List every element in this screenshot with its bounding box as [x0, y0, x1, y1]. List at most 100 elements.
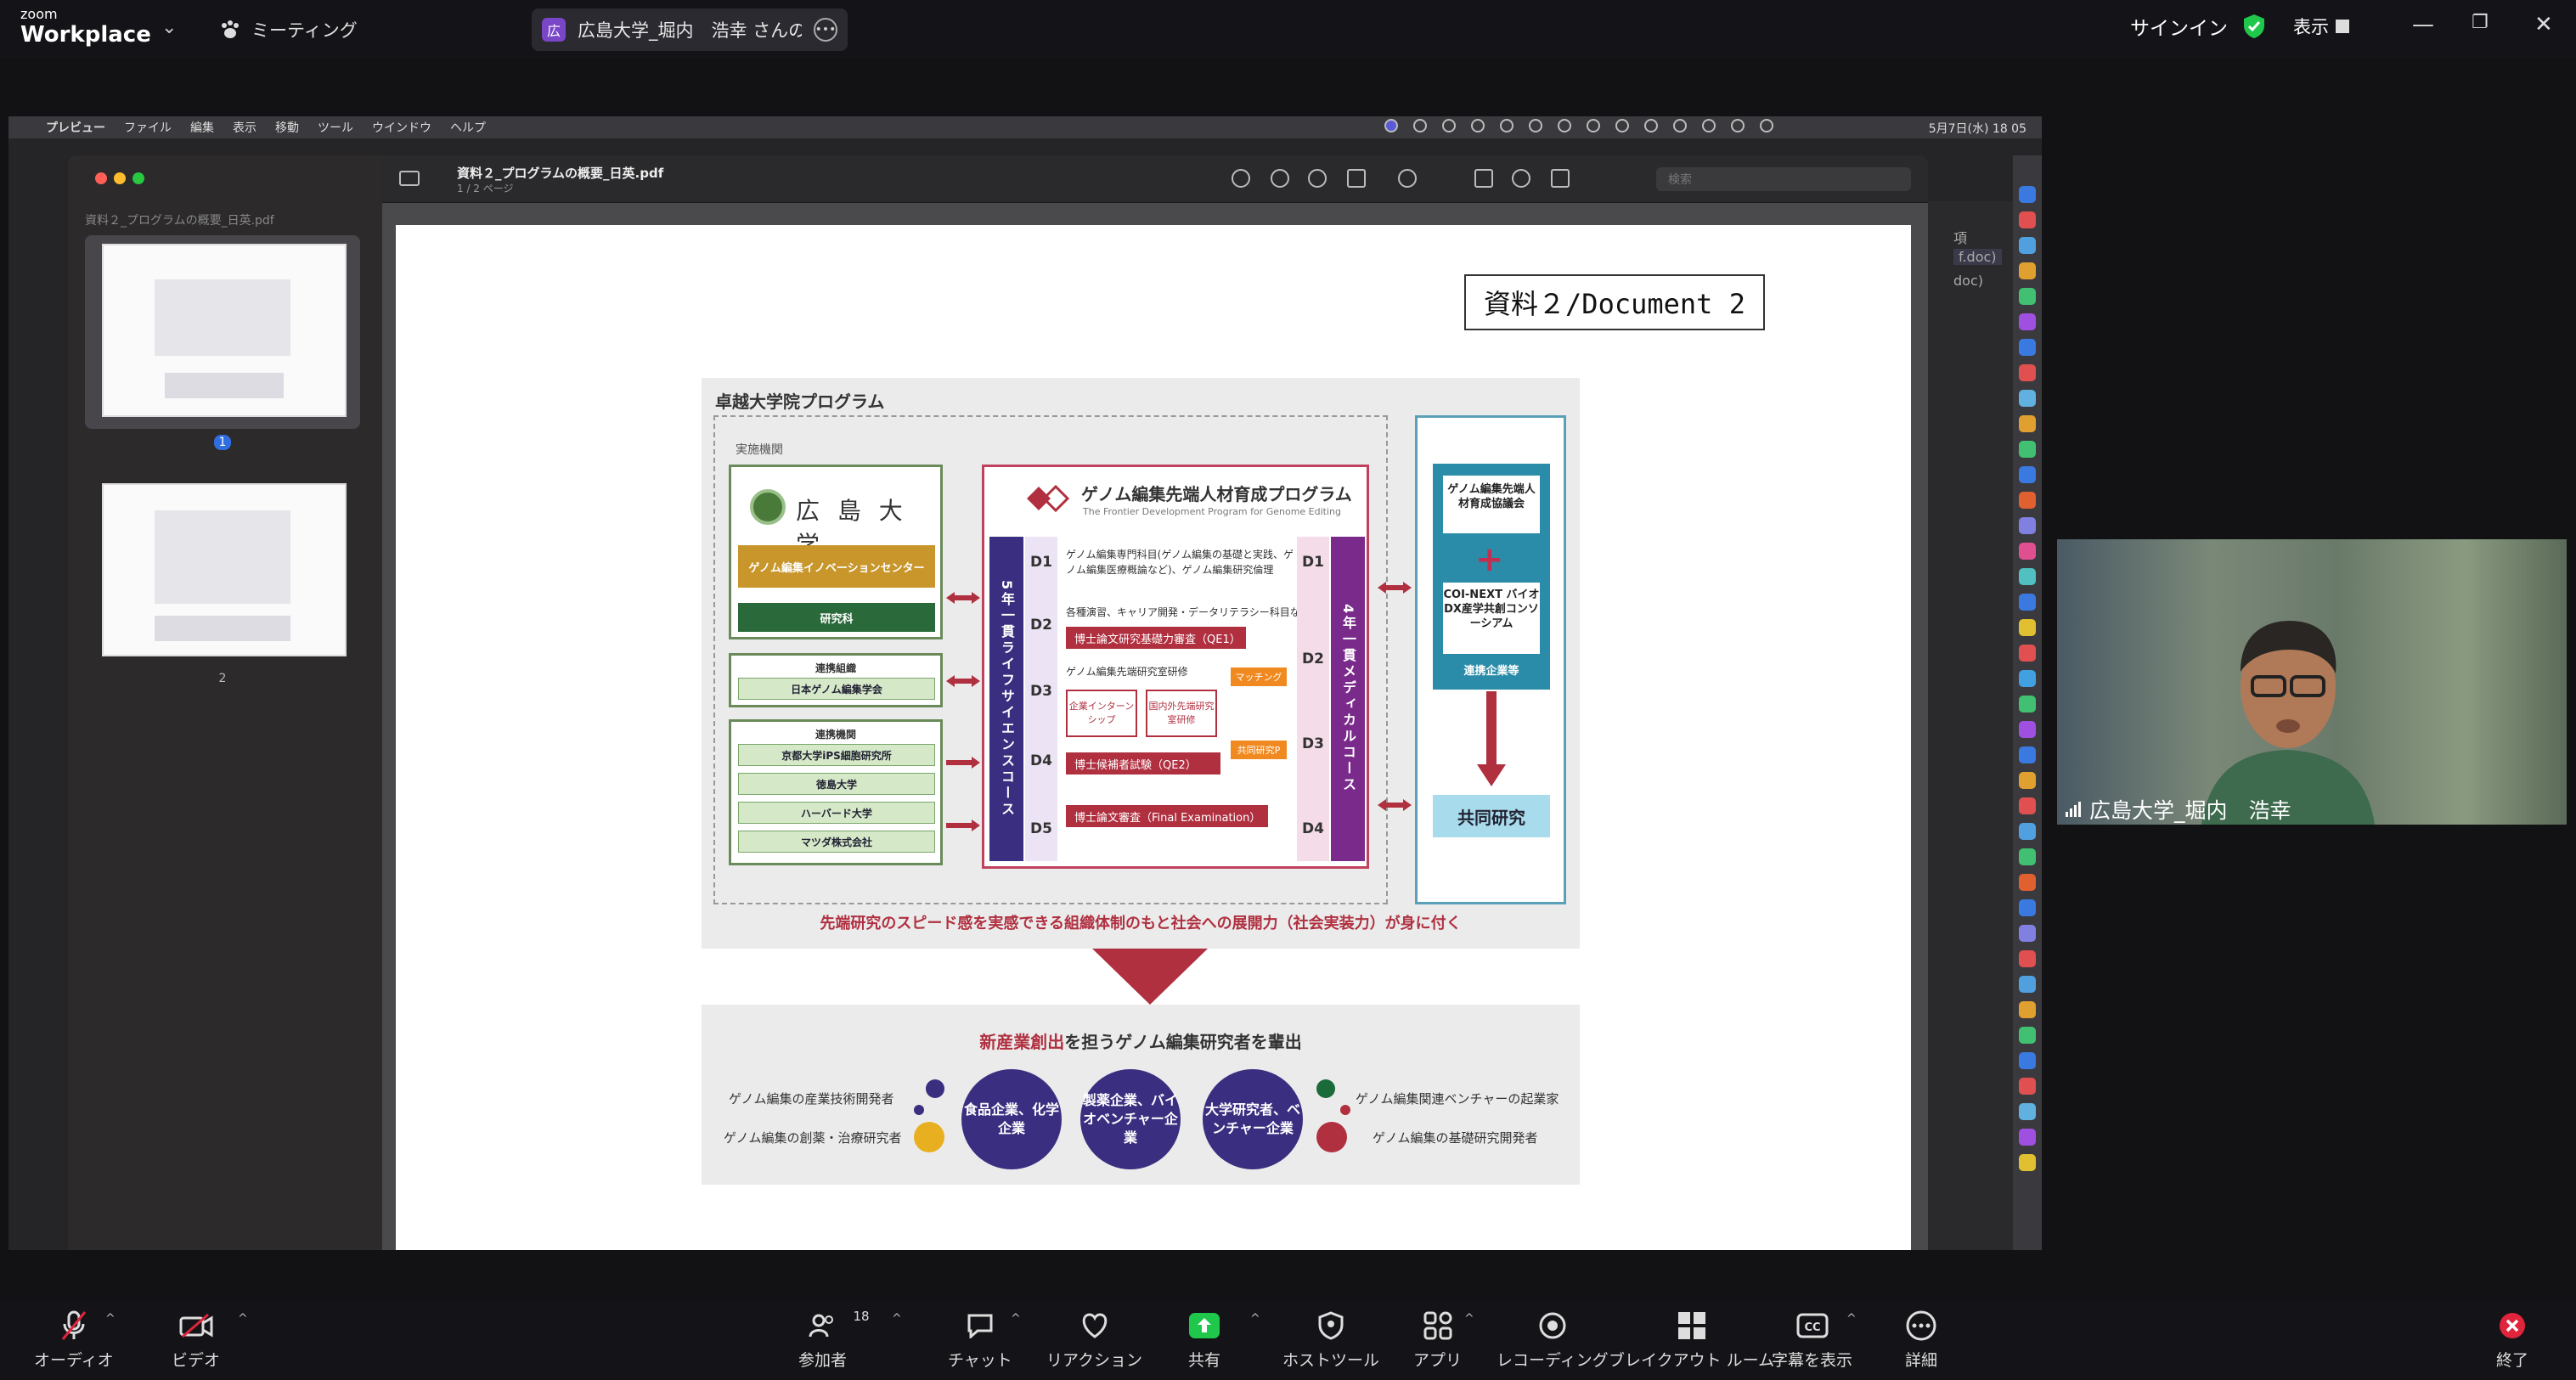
app-icon[interactable] [2019, 568, 2036, 585]
app-icon[interactable] [2019, 211, 2036, 228]
menu-file[interactable]: ファイル [124, 121, 172, 135]
zoom-out-icon[interactable] [1271, 169, 1289, 188]
app-icon[interactable] [2019, 823, 2036, 840]
screen-share-tab[interactable]: 広 広島大学_堀内 浩幸 さんの画面 ••• [532, 8, 848, 51]
menu-help[interactable]: ヘルプ [450, 121, 486, 135]
status-icon[interactable] [1442, 119, 1456, 132]
restore-icon[interactable]: ❐ [2472, 12, 2489, 33]
siri-icon[interactable] [1760, 119, 1773, 132]
shield-check-icon[interactable] [2242, 14, 2266, 39]
menu-edit[interactable]: 編集 [190, 121, 214, 135]
app-icon[interactable] [2019, 262, 2036, 279]
zoom-share-icon[interactable] [1384, 119, 1398, 132]
app-icon[interactable] [2019, 696, 2036, 713]
minimize-icon[interactable]: — [2412, 12, 2434, 37]
app-icon[interactable] [2019, 237, 2036, 254]
info-icon[interactable] [1232, 169, 1250, 188]
menu-preview[interactable]: プレビュー [46, 121, 105, 135]
app-icon[interactable] [2019, 1103, 2036, 1120]
chat-caret-icon[interactable]: ^ [1011, 1312, 1021, 1326]
app-icon[interactable] [2019, 976, 2036, 993]
rotate-icon[interactable] [1474, 169, 1493, 188]
app-icon[interactable] [2019, 186, 2036, 203]
app-icon[interactable] [2019, 390, 2036, 407]
highlight-icon[interactable] [1512, 169, 1530, 188]
app-icon[interactable] [2019, 1129, 2036, 1146]
app-icon[interactable] [2019, 1078, 2036, 1095]
app-icon[interactable] [2019, 1154, 2036, 1171]
share-icon[interactable] [1347, 169, 1366, 188]
menu-tools[interactable]: ツール [318, 121, 353, 135]
app-icon[interactable] [2019, 594, 2036, 611]
audio-button[interactable]: オーディオ [34, 1309, 114, 1371]
app-icon[interactable] [2019, 721, 2036, 738]
app-icon[interactable] [2019, 950, 2036, 967]
meeting-menu[interactable]: ミーティング [219, 15, 358, 44]
menu-window[interactable]: ウインドウ [372, 121, 431, 135]
status-icon[interactable] [1413, 119, 1427, 132]
app-icon[interactable] [2019, 492, 2036, 509]
menu-go[interactable]: 移動 [275, 121, 299, 135]
audio-caret-icon[interactable]: ^ [105, 1312, 116, 1326]
share-button[interactable]: 共有 [1187, 1309, 1221, 1371]
page-thumbnail-2[interactable] [102, 483, 347, 656]
reactions-button[interactable]: リアクション [1046, 1309, 1142, 1371]
markup-pen-icon[interactable] [1398, 169, 1417, 188]
more-icon[interactable]: ••• [814, 18, 837, 42]
host-tools-button[interactable]: ホストツール [1282, 1309, 1379, 1371]
app-icon[interactable] [2019, 645, 2036, 662]
app-icon[interactable] [2019, 874, 2036, 891]
app-icon[interactable] [2019, 797, 2036, 814]
apps-caret-icon[interactable]: ^ [1464, 1312, 1474, 1326]
breakout-rooms-button[interactable]: ブレイクアウト ルーム [1609, 1309, 1774, 1371]
zoom-window-button[interactable] [132, 172, 144, 184]
app-icon[interactable] [2019, 1001, 2036, 1018]
app-icon[interactable] [2019, 339, 2036, 356]
document-view[interactable]: 資料２/Document 2 卓越大学院プログラム 実施機関 広 島 大 学 ゲ… [382, 203, 1928, 1250]
app-icon[interactable] [2019, 313, 2036, 330]
app-icon[interactable] [2019, 772, 2036, 789]
captions-button[interactable]: CC 字幕を表示 [1772, 1309, 1852, 1371]
moon-icon[interactable] [1471, 119, 1485, 132]
app-icon[interactable] [2019, 670, 2036, 687]
app-icon[interactable] [2019, 619, 2036, 636]
chevron-down-icon[interactable]: ⌄ [161, 17, 178, 38]
more-button[interactable]: 詳細 [1904, 1309, 1938, 1371]
participants-caret-icon[interactable]: ^ [892, 1312, 902, 1326]
app-icon[interactable] [2019, 517, 2036, 534]
form-icon[interactable] [1551, 169, 1570, 188]
menu-view[interactable]: 表示 [233, 121, 256, 135]
apps-button[interactable]: アプリ [1413, 1309, 1462, 1371]
app-icon[interactable] [2019, 543, 2036, 560]
video-caret-icon[interactable]: ^ [238, 1312, 248, 1326]
app-icon[interactable] [2019, 746, 2036, 763]
status-icon[interactable] [1558, 119, 1571, 132]
app-icon[interactable] [2019, 925, 2036, 942]
app-icon[interactable] [2019, 364, 2036, 381]
control-center-icon[interactable] [1731, 119, 1745, 132]
record-button[interactable]: レコーディング [1497, 1309, 1609, 1371]
app-icon[interactable] [2019, 441, 2036, 458]
app-icon[interactable] [2019, 848, 2036, 865]
captions-caret-icon[interactable]: ^ [1846, 1312, 1857, 1326]
participants-button[interactable]: 18 参加者 [798, 1309, 870, 1370]
app-icon[interactable] [2019, 1027, 2036, 1044]
sidebar-toggle-icon[interactable] [399, 171, 420, 186]
clock-icon[interactable] [1500, 119, 1513, 132]
end-button[interactable]: 終了 [2495, 1309, 2529, 1371]
bluetooth-icon[interactable] [1615, 119, 1629, 132]
chat-button[interactable]: チャット [948, 1309, 1012, 1371]
signin-button[interactable]: サインイン [2130, 18, 2228, 40]
search-icon[interactable] [1702, 119, 1716, 132]
close-window-button[interactable] [95, 172, 107, 184]
app-icon[interactable] [2019, 1052, 2036, 1069]
search-input[interactable]: 検索 [1656, 167, 1911, 191]
user-icon[interactable] [1673, 119, 1687, 132]
display-menu[interactable]: 表示 [2293, 14, 2349, 39]
video-button[interactable]: ビデオ [172, 1309, 220, 1371]
zoom-in-icon[interactable] [1308, 169, 1327, 188]
share-caret-icon[interactable]: ^ [1250, 1312, 1260, 1326]
close-icon[interactable]: ✕ [2534, 12, 2553, 37]
minimize-window-button[interactable] [114, 172, 126, 184]
participant-video[interactable]: 広島大学_堀内 浩幸 [2057, 539, 2567, 825]
